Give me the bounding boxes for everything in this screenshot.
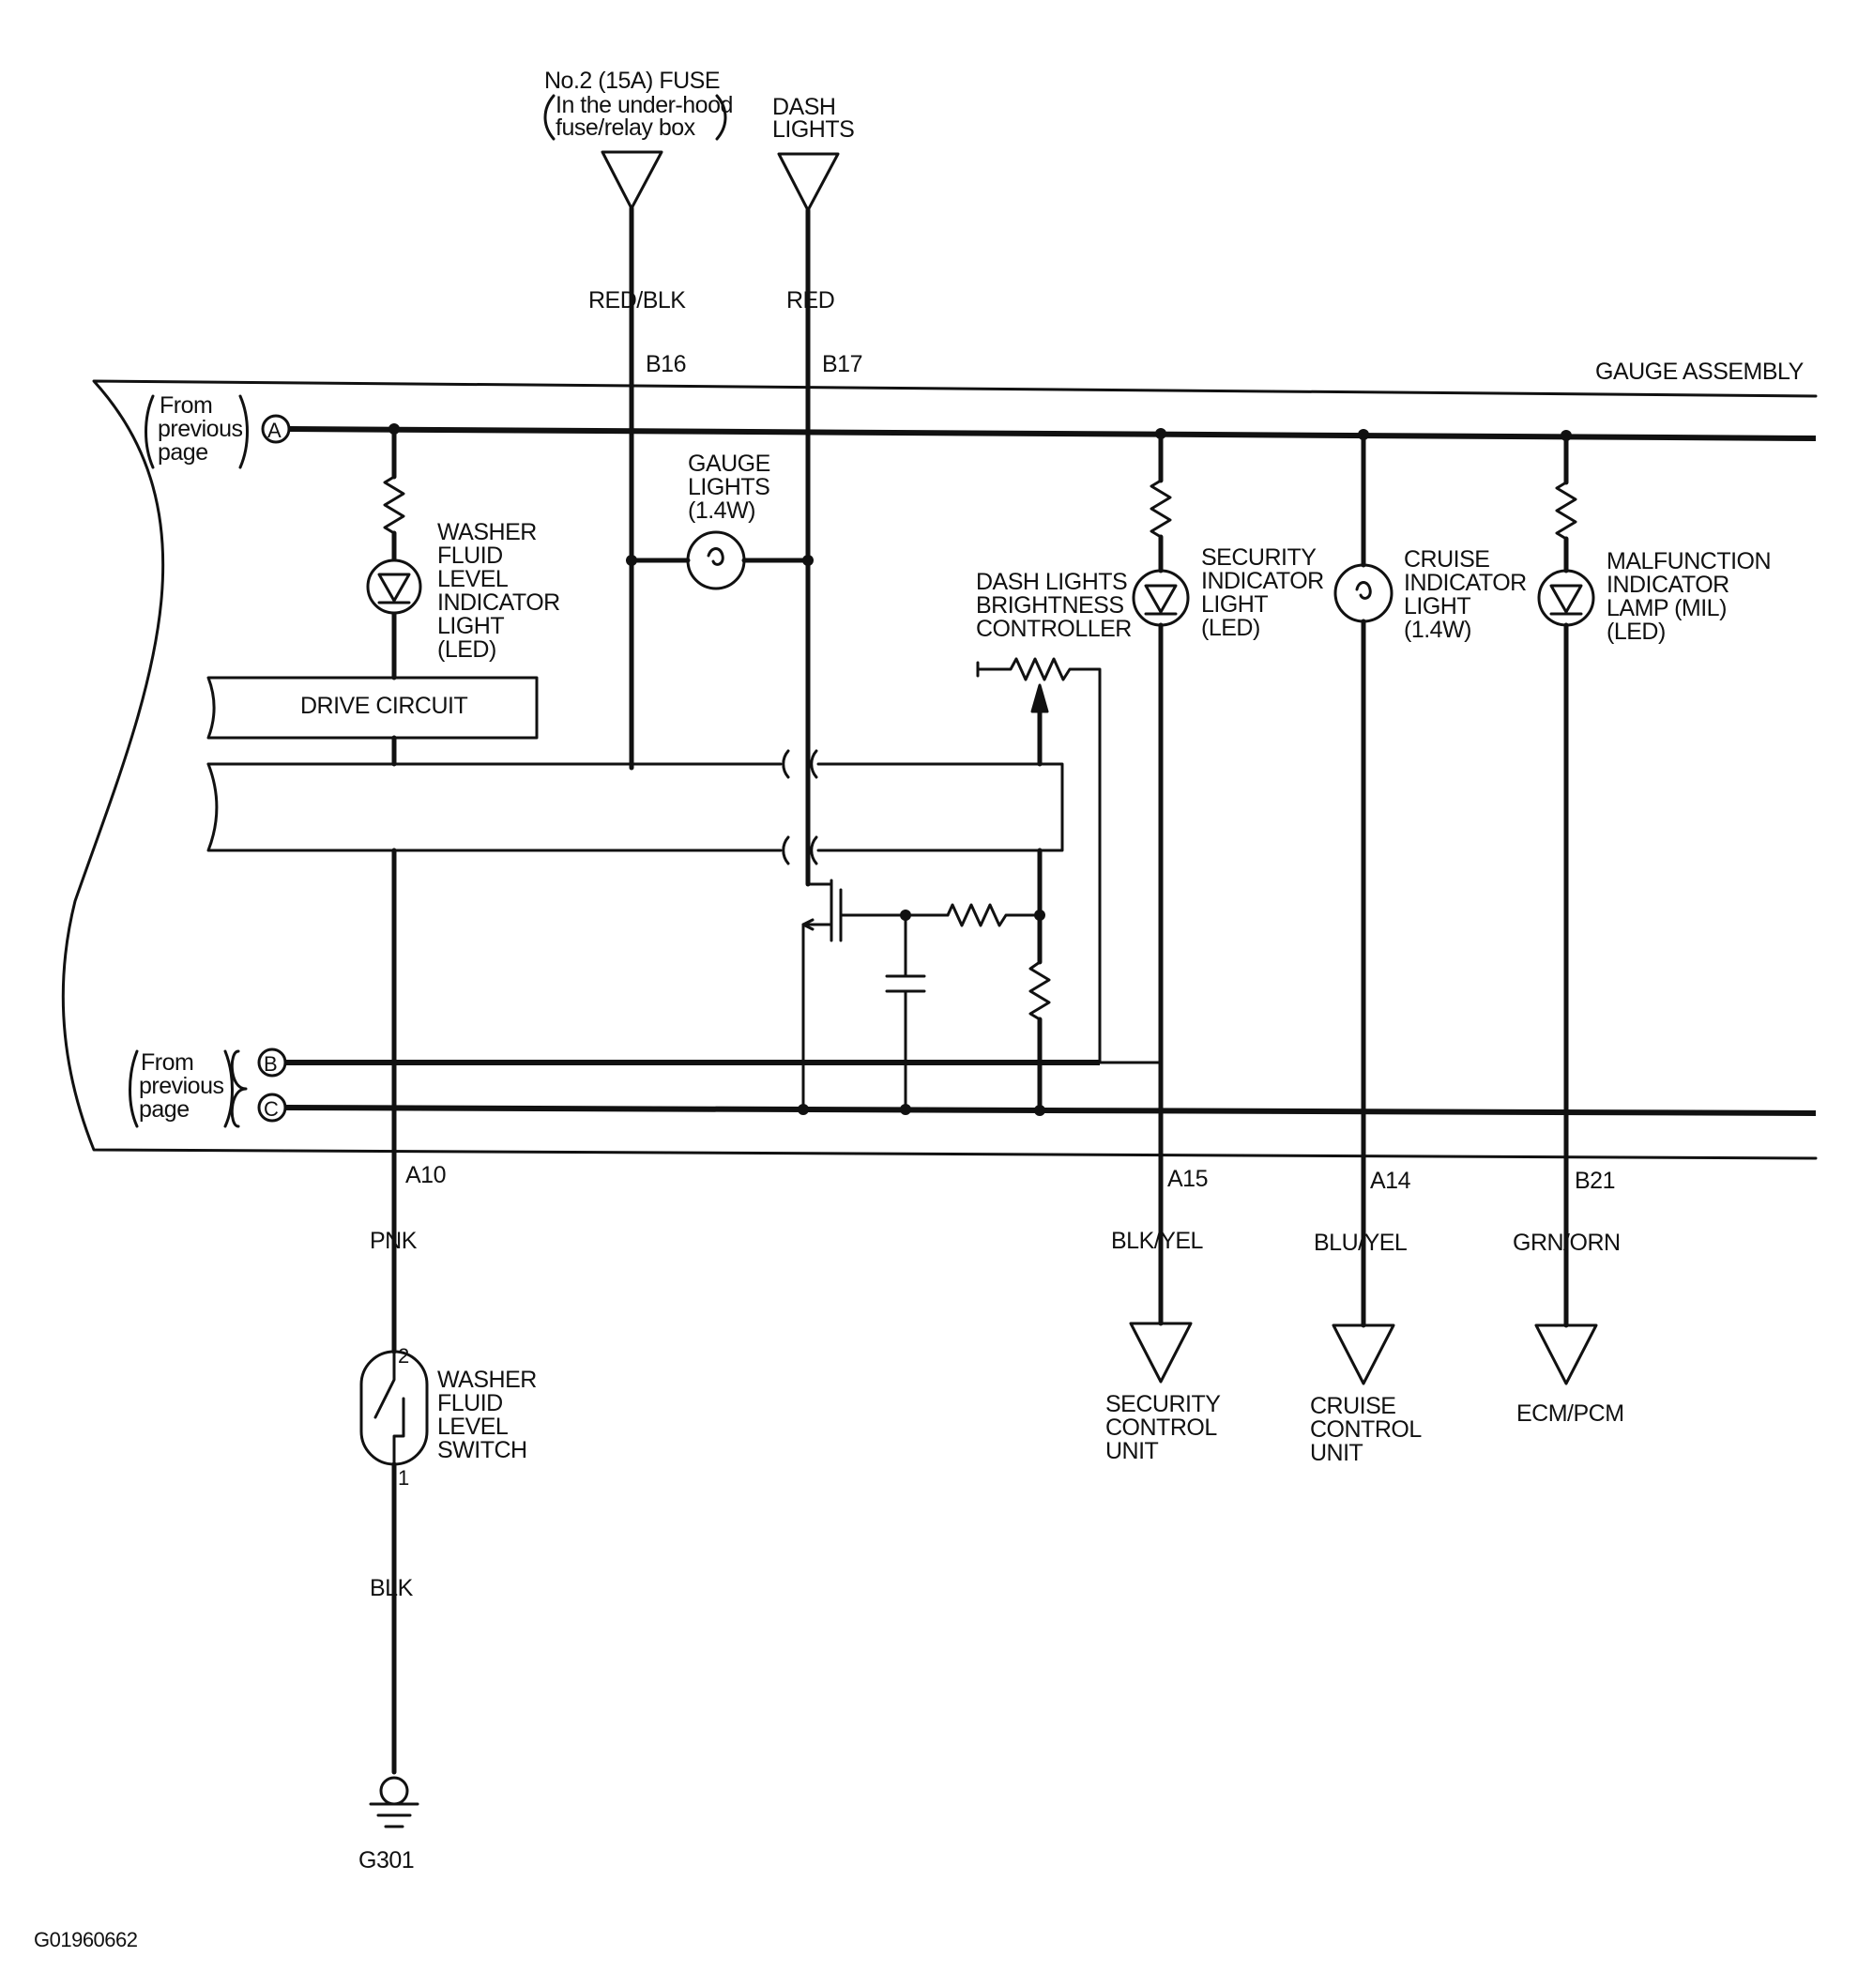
security-dest-0: SECURITY (1105, 1391, 1221, 1417)
gauge-lights-branch (629, 530, 811, 590)
connector-a15: A15 (1167, 1166, 1208, 1192)
dash-controller-label-0: DASH LIGHTS (976, 569, 1127, 595)
wire-color-blu-yel: BLU/YEL (1314, 1230, 1408, 1256)
washer-led-label-5: (LED) (437, 636, 496, 663)
ground-label: G301 (358, 1847, 414, 1873)
security-dest-1: CONTROL (1105, 1415, 1217, 1441)
bus-c (284, 1105, 1817, 1116)
from-prev-top-l1: From (160, 392, 212, 419)
fuse-source (601, 150, 663, 771)
cruise-dest-2: UNIT (1310, 1440, 1363, 1466)
from-prev-bottom-l2: previous (139, 1073, 224, 1099)
washer-switch-branch (359, 848, 429, 1828)
bus-c-junction-1 (798, 1104, 809, 1115)
dash-controller-label-1: BRIGHTNESS (976, 592, 1124, 619)
from-prev-bottom-l1: From (141, 1049, 193, 1076)
connector-b17: B17 (822, 351, 862, 377)
figure-id: G01960662 (34, 1928, 138, 1951)
bus-c-junction-3 (1034, 1105, 1045, 1116)
drive-circuit-block (206, 676, 539, 740)
fuse-label-paren-left (543, 94, 556, 141)
wire-color-red: RED (786, 287, 834, 313)
cruise-dest-0: CRUISE (1310, 1393, 1395, 1419)
connector-c: C (264, 1097, 279, 1121)
mil-branch (1534, 433, 1598, 1385)
dash-controller-label-2: CONTROLLER (976, 616, 1132, 642)
security-dest-2: UNIT (1105, 1438, 1159, 1464)
connector-a14: A14 (1370, 1168, 1411, 1194)
security-led-label-2: LIGHT (1201, 591, 1268, 618)
ecm-dest: ECM/PCM (1516, 1400, 1624, 1427)
connector-a10: A10 (405, 1162, 446, 1188)
washer-switch-label-1: FLUID (437, 1390, 503, 1416)
mil-label-2: LAMP (MIL) (1607, 595, 1727, 621)
washer-switch-label-3: SWITCH (437, 1437, 527, 1463)
dash-lights-label-line1: DASH (772, 94, 835, 120)
washer-led-branch (366, 426, 422, 767)
cruise-light-label-1: INDICATOR (1404, 570, 1527, 596)
mil-label-0: MALFUNCTION (1607, 548, 1771, 574)
from-previous-page-top (145, 394, 249, 469)
washer-led-label-4: LIGHT (437, 613, 504, 639)
from-prev-top-l2: previous (158, 416, 243, 442)
wire-color-blk: BLK (370, 1575, 414, 1601)
from-previous-page-bottom (129, 1049, 248, 1128)
cruise-light-label-0: CRUISE (1404, 546, 1489, 573)
security-led-branch (1129, 431, 1193, 1384)
rc-junction-1 (900, 910, 911, 921)
gauge-lights-label-1: LIGHTS (688, 474, 769, 500)
connector-b: B (264, 1052, 277, 1076)
dash-lights-source (777, 152, 840, 876)
dash-lights-label-line2: LIGHTS (772, 116, 854, 143)
cruise-light-label-2: LIGHT (1404, 593, 1470, 619)
switch-pin-2: 2 (398, 1344, 409, 1368)
mil-label-1: INDICATOR (1607, 572, 1729, 598)
gauge-lights-junction-left (626, 555, 637, 566)
washer-led-label-3: INDICATOR (437, 589, 560, 616)
washer-led-label-0: WASHER (437, 519, 537, 545)
fuse-label-line1: No.2 (15A) FUSE (544, 68, 720, 94)
control-circuit-block (206, 749, 1064, 865)
bus-c-junction-2 (900, 1104, 911, 1115)
cruise-light-branch (1332, 432, 1395, 1385)
connector-a: A (267, 419, 282, 442)
connector-b16: B16 (646, 351, 686, 377)
security-led-label-0: SECURITY (1201, 544, 1317, 571)
fuse-label-paren-right (715, 94, 727, 141)
gauge-assembly-label: GAUGE ASSEMBLY (1595, 359, 1805, 385)
cruise-dest-1: CONTROL (1310, 1416, 1422, 1443)
fuse-label-line2: In the under-hood (556, 92, 733, 118)
from-prev-top-l3: page (158, 439, 208, 466)
gauge-assembly-outline (61, 379, 1818, 1160)
washer-led-label-2: LEVEL (437, 566, 509, 592)
wire-color-red-blk: RED/BLK (588, 287, 686, 313)
drive-circuit-label: DRIVE CIRCUIT (300, 693, 467, 719)
bus-a (288, 426, 1817, 441)
connector-b21: B21 (1575, 1168, 1615, 1194)
security-led-label-1: INDICATOR (1201, 568, 1324, 594)
brightness-controller (976, 657, 1163, 1064)
rc-junction-2 (1034, 910, 1045, 921)
wire-color-pnk: PNK (370, 1228, 418, 1254)
gauge-lights-label-0: GAUGE (688, 451, 770, 477)
washer-switch-label-0: WASHER (437, 1367, 537, 1393)
from-prev-bottom-l3: page (139, 1096, 190, 1123)
transistor-network (801, 848, 1051, 1110)
wire-color-blk-yel: BLK/YEL (1111, 1228, 1204, 1254)
wire-color-grn-orn: GRN/ORN (1513, 1230, 1621, 1256)
gauge-lights-label-2: (1.4W) (688, 497, 755, 524)
washer-switch-label-2: LEVEL (437, 1414, 509, 1440)
switch-pin-1: 1 (398, 1466, 409, 1490)
security-led-label-3: (LED) (1201, 615, 1260, 641)
mil-label-3: (LED) (1607, 619, 1666, 645)
cruise-light-label-3: (1.4W) (1404, 617, 1471, 643)
washer-led-label-1: FLUID (437, 543, 503, 569)
fuse-label-line3: fuse/relay box (556, 115, 696, 141)
gauge-lights-junction-right (802, 555, 814, 566)
